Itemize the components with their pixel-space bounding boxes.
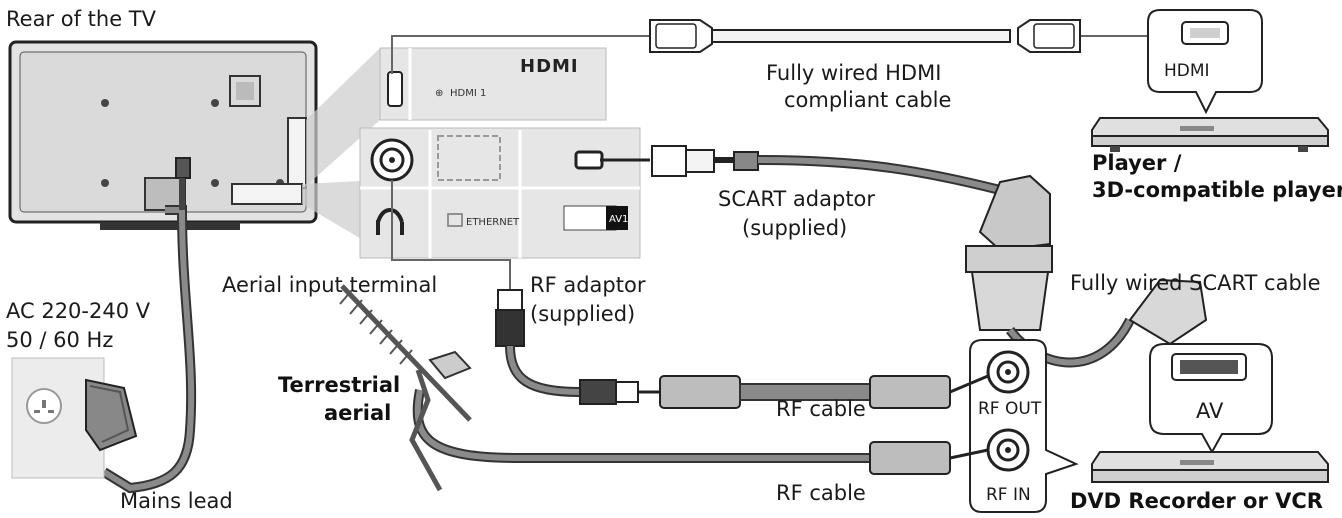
rf-out-label: RF OUT: [978, 399, 1042, 419]
dvd-recorder-label: DVD Recorder or VCR: [1070, 489, 1323, 513]
hdmi-cable-label-line2: compliant cable: [784, 88, 951, 112]
av-label: AV: [1196, 399, 1224, 423]
network-icon: [447, 213, 463, 227]
hdmi-input-icon: ⊕: [435, 88, 443, 99]
mains-lead: [101, 157, 197, 494]
player-hdmi-callout: [1147, 9, 1263, 115]
ac-voltage-label: AC 220-240 V: [6, 299, 151, 323]
hdmi-cable: [391, 19, 1205, 74]
wall-socket: [11, 357, 138, 479]
scart-adaptor-label-line1: SCART adaptor: [718, 187, 875, 211]
aerial-input-terminal-label: Aerial input terminal: [222, 273, 437, 297]
terrestrial-aerial-label-line2: aerial: [324, 401, 391, 425]
rear-tv-label: Rear of the TV: [6, 7, 157, 31]
hdmi1-socket: [387, 71, 403, 107]
terrestrial-aerial-label-line1: Terrestrial: [278, 373, 400, 397]
player-hdmi-label: HDMI: [1164, 61, 1210, 81]
rf-connector-panel: RF OUT RF IN: [969, 339, 1079, 513]
scart-cable-label: Fully wired SCART cable: [1070, 271, 1321, 295]
ac-frequency-label: 50 / 60 Hz: [6, 328, 113, 352]
hdmi1-port-label: HDMI 1: [450, 88, 486, 99]
dvd-recorder-device: [1091, 451, 1329, 483]
aerial-av-terminal-panel: ETHERNET AV1: [359, 127, 641, 259]
hdmi-logo: HDMI: [520, 56, 579, 77]
scart-adaptor-and-cable: [600, 145, 1208, 368]
rf-adaptor-label-line2: (supplied): [530, 302, 635, 326]
rf-cable-bottom-label: RF cable: [776, 481, 866, 505]
av1-scart-socket: [574, 150, 604, 170]
ethernet-port: [437, 135, 501, 181]
player-label-line1: Player /: [1092, 151, 1182, 175]
rf-adaptor-label-line1: RF adaptor: [530, 273, 646, 297]
player-label-line2: 3D-compatible player: [1092, 178, 1342, 202]
tv-rear: [8, 40, 380, 250]
aerial-symbol-icon: [376, 207, 404, 235]
ethernet-label: ETHERNET: [466, 217, 520, 228]
tv-bottom-terminals: [231, 183, 303, 205]
scart-adaptor-label-line2: (supplied): [742, 216, 847, 240]
player-device: HDMI: [1091, 9, 1329, 152]
rf-adaptor-and-cable: [391, 180, 989, 409]
hdmi-terminal-panel: HDMI HDMI 1 ⊕: [379, 47, 607, 121]
tv-side-terminals: [287, 117, 307, 189]
terrestrial-aerial-icon: [339, 284, 472, 492]
rf-in-label: RF IN: [986, 485, 1031, 505]
av1-label: AV1: [609, 214, 628, 225]
mains-lead-label: Mains lead: [120, 489, 233, 513]
rf-cable-top-label: RF cable: [776, 397, 866, 421]
rf-cable-from-aerial: [412, 389, 989, 475]
hdmi-cable-label-line1: Fully wired HDMI: [766, 61, 941, 85]
av-callout: AV: [1149, 343, 1273, 455]
